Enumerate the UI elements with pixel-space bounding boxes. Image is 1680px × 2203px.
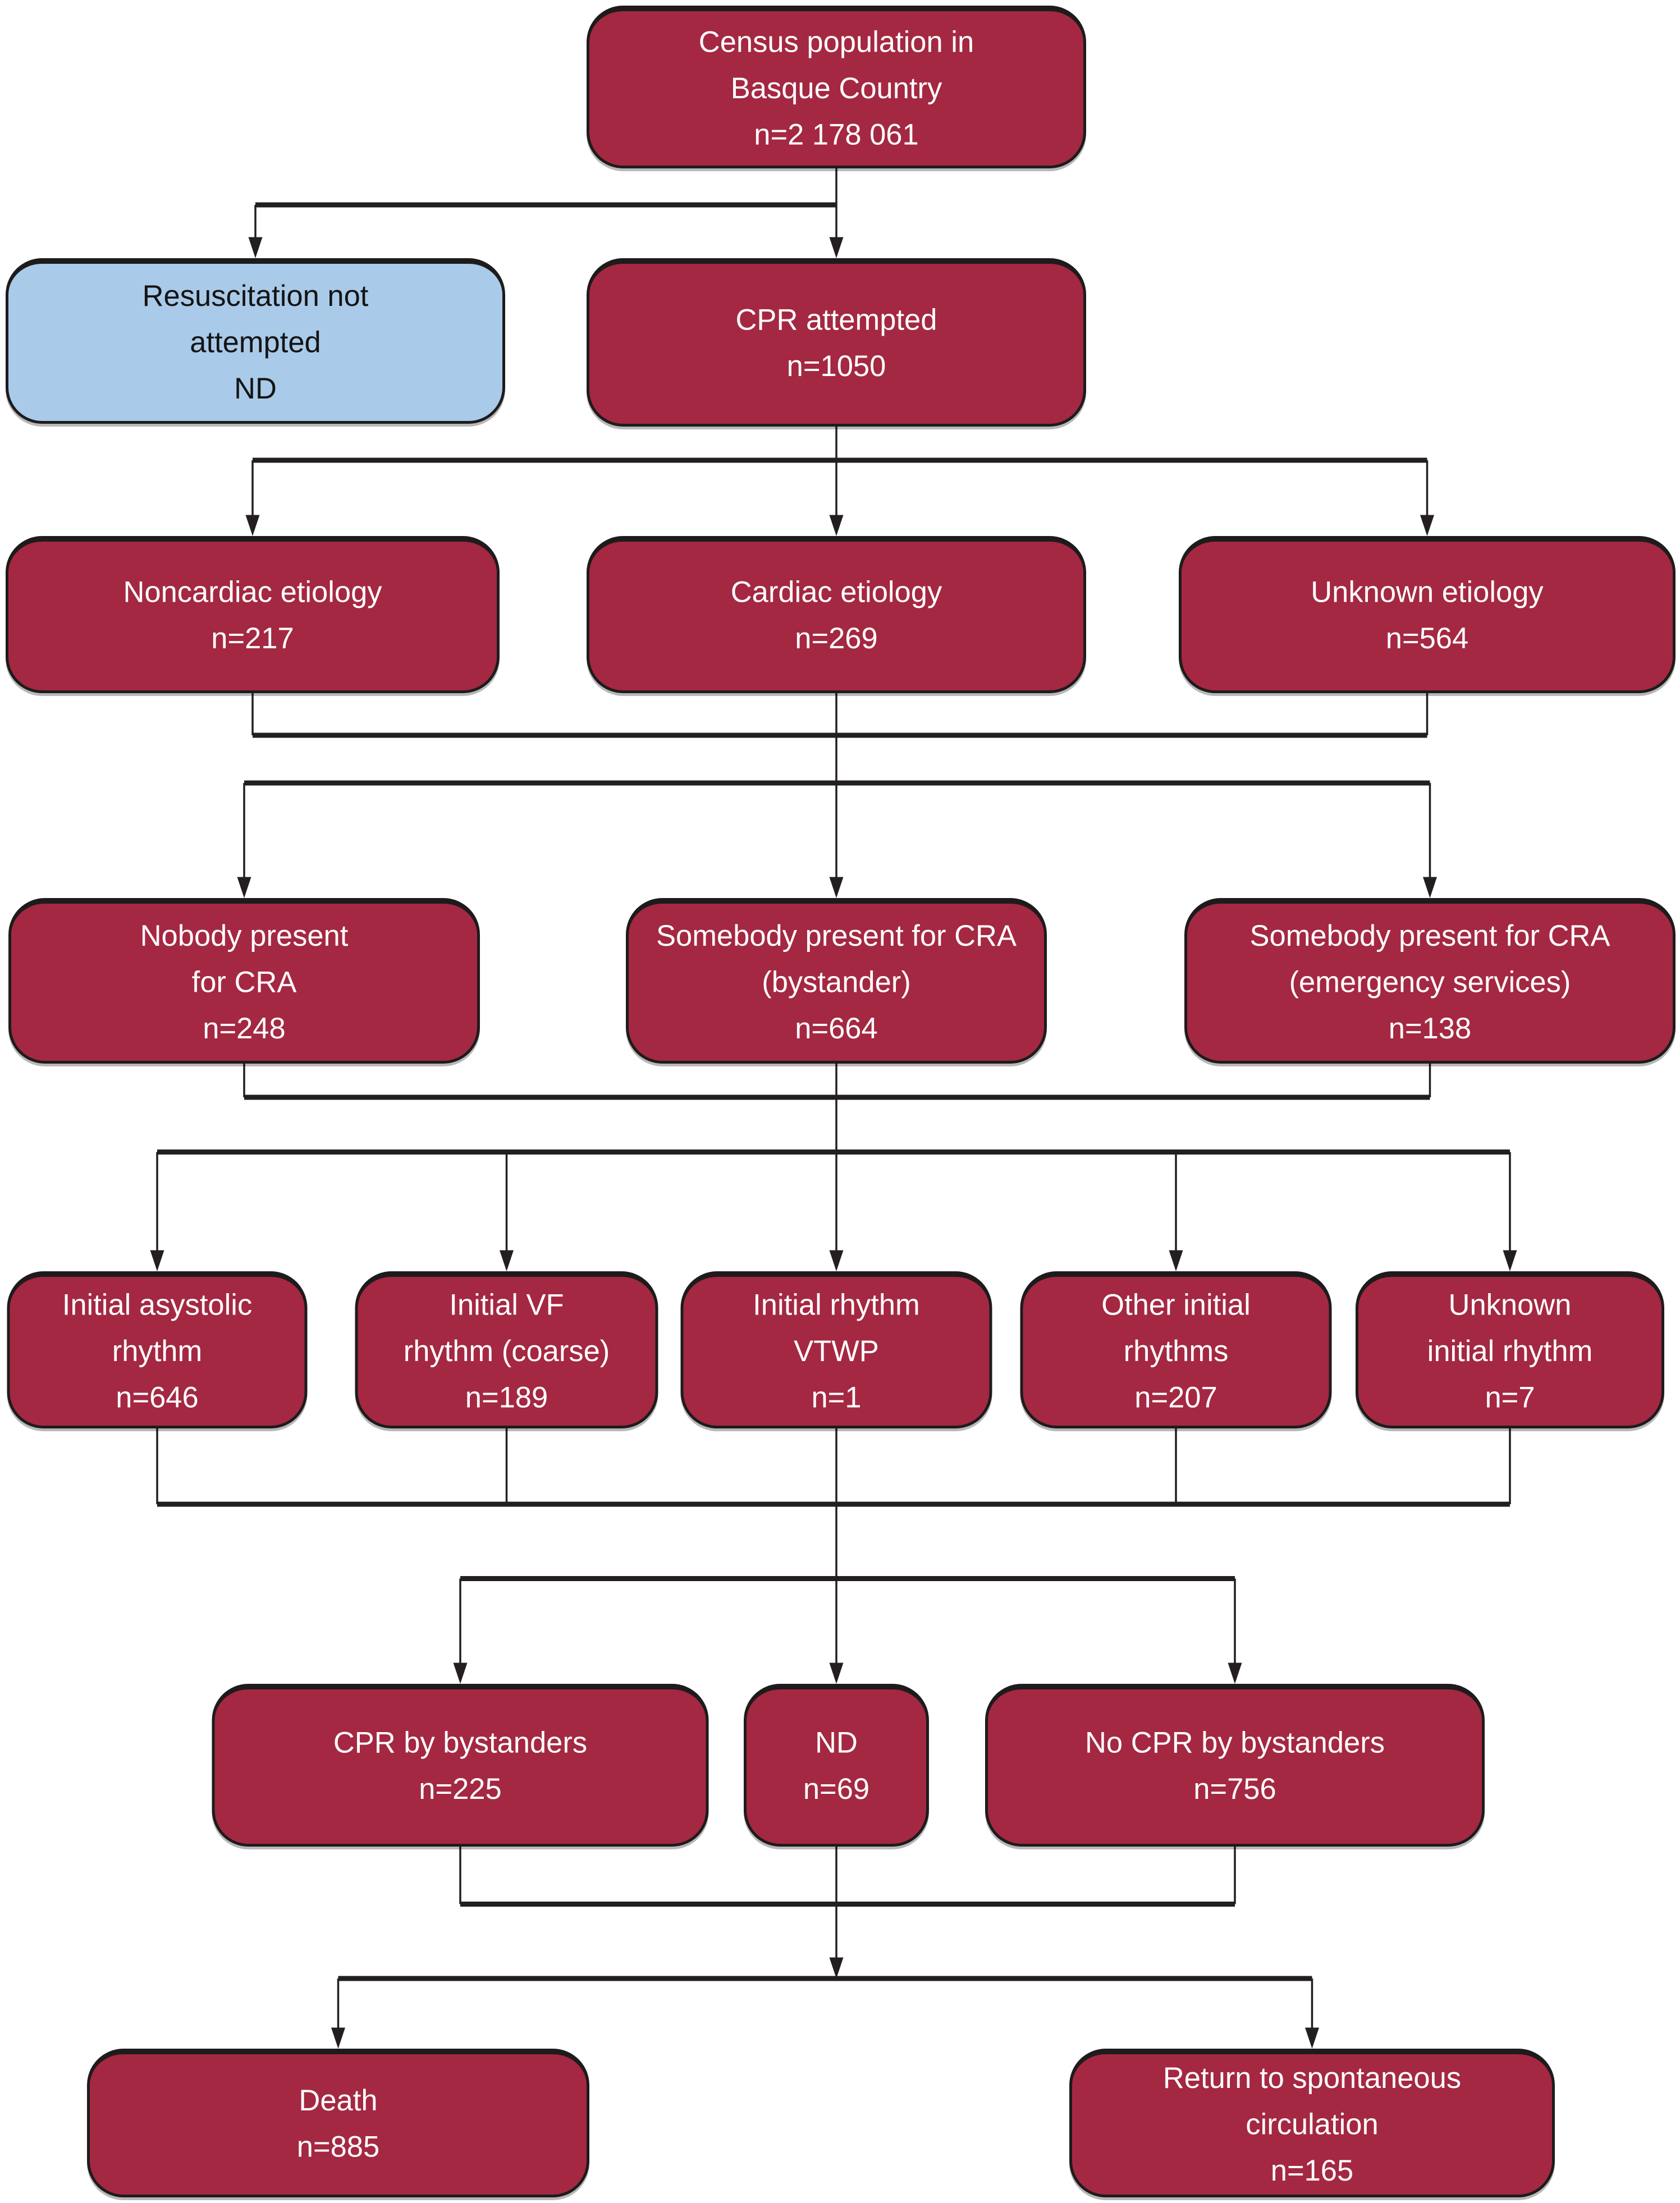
node-text-line: Initial VF (449, 1289, 564, 1321)
node-text-line: Other initial (1101, 1289, 1251, 1321)
node-text-line: Initial rhythm (753, 1289, 920, 1321)
node-noncardiac-etiology: Noncardiac etiology n=217 (6, 536, 500, 693)
node-text-line: rhythms (1123, 1335, 1229, 1368)
node-text-line: n=885 (296, 2131, 380, 2164)
node-text-line: n=664 (795, 1012, 878, 1045)
node-text-line: Resuscitation not (142, 280, 369, 313)
node-text-line: Noncardiac etiology (123, 576, 382, 610)
node-text-line: Death (299, 2085, 378, 2118)
node-text-line: n=756 (1193, 1774, 1276, 1806)
node-text-line: initial rhythm (1427, 1335, 1593, 1368)
node-text-line: No CPR by bystanders (1085, 1727, 1385, 1760)
node-text-line: ND (815, 1727, 858, 1760)
node-text-line: n=7 (1485, 1381, 1535, 1414)
node-text-line: for CRA (191, 966, 297, 999)
node-somebody-present-bystander: Somebody present for CRA (bystander) n=664 (626, 898, 1047, 1064)
node-text-line: CPR by bystanders (333, 1727, 588, 1760)
node-cpr-attempted: CPR attempted n=1050 (587, 258, 1086, 427)
node-text-line: n=1050 (786, 351, 886, 383)
edge-rhythms-to-bystander-cpr (156, 1428, 1511, 1684)
node-text-line: (bystander) (762, 966, 911, 999)
node-nd: ND n=69 (744, 1684, 929, 1847)
node-other-initial-rhythms: Other initial rhythms n=207 (1020, 1271, 1332, 1428)
node-text-line: n=269 (795, 623, 878, 656)
node-text-line: n=69 (803, 1774, 870, 1806)
node-text-line: n=217 (211, 623, 294, 656)
node-text-line: rhythm (112, 1335, 203, 1368)
node-text-line: Unknown (1448, 1289, 1572, 1321)
node-text-line: n=189 (465, 1381, 548, 1414)
node-text-line: n=1 (811, 1381, 862, 1414)
node-nobody-present-for-cra: Nobody present for CRA n=248 (8, 898, 480, 1064)
node-text-line: n=165 (1270, 2154, 1354, 2187)
node-text-line: Cardiac etiology (730, 576, 942, 610)
node-text-line: attempted (190, 326, 321, 359)
node-text-line: rhythm (coarse) (403, 1335, 610, 1368)
node-cpr-by-bystanders: CPR by bystanders n=225 (212, 1684, 709, 1847)
node-text-line: ND (234, 372, 277, 405)
node-text-line: n=646 (116, 1381, 199, 1414)
node-text-line: n=2 178 061 (754, 118, 919, 151)
node-text-line: Basque Country (730, 72, 942, 105)
node-death: Death n=885 (87, 2049, 589, 2197)
node-text-line: n=564 (1385, 623, 1469, 656)
node-text-line: Somebody present for CRA (1249, 919, 1610, 952)
edge-bystander-cpr-to-outcomes (331, 1847, 1319, 2049)
node-text-line: VTWP (794, 1335, 879, 1368)
node-text-line: circulation (1246, 2108, 1379, 2141)
edge-cpr-to-etiologies (245, 427, 1434, 536)
node-text-line: n=248 (203, 1012, 286, 1045)
node-cardiac-etiology: Cardiac etiology n=269 (587, 536, 1086, 693)
node-text-line: n=225 (419, 1774, 502, 1806)
node-text-line: n=207 (1134, 1381, 1217, 1414)
node-text-line: Somebody present for CRA (656, 919, 1017, 952)
node-somebody-present-emergency-services: Somebody present for CRA (emergency servi… (1184, 898, 1676, 1064)
node-text-line: n=138 (1388, 1012, 1472, 1045)
node-initial-vf-rhythm-coarse: Initial VF rhythm (coarse) n=189 (355, 1271, 658, 1428)
node-text-line: Initial asystolic (62, 1289, 253, 1321)
node-unknown-etiology: Unknown etiology n=564 (1179, 536, 1676, 693)
node-unknown-initial-rhythm: Unknown initial rhythm n=7 (1356, 1271, 1664, 1428)
node-return-to-spontaneous-circulation: Return to spontaneous circulation n=165 (1069, 2049, 1555, 2197)
node-text-line: CPR attempted (735, 304, 937, 337)
node-text-line: Nobody present (140, 919, 349, 952)
node-text-line: Return to spontaneous (1162, 2062, 1462, 2095)
edge-presence-to-rhythms (150, 1064, 1517, 1271)
node-text-line: (emergency services) (1289, 966, 1571, 999)
node-initial-asystolic-rhythm: Initial asystolic rhythm n=646 (7, 1271, 308, 1428)
node-text-line: Unknown etiology (1311, 576, 1544, 610)
node-text-line: Census population in (698, 26, 974, 58)
node-no-cpr-by-bystanders: No CPR by bystanders n=756 (985, 1684, 1485, 1847)
edge-etiologies-to-presence (237, 693, 1437, 898)
node-census-population: Census population in Basque Country n=2 17… (587, 6, 1086, 168)
edge-census-branch (248, 168, 844, 258)
